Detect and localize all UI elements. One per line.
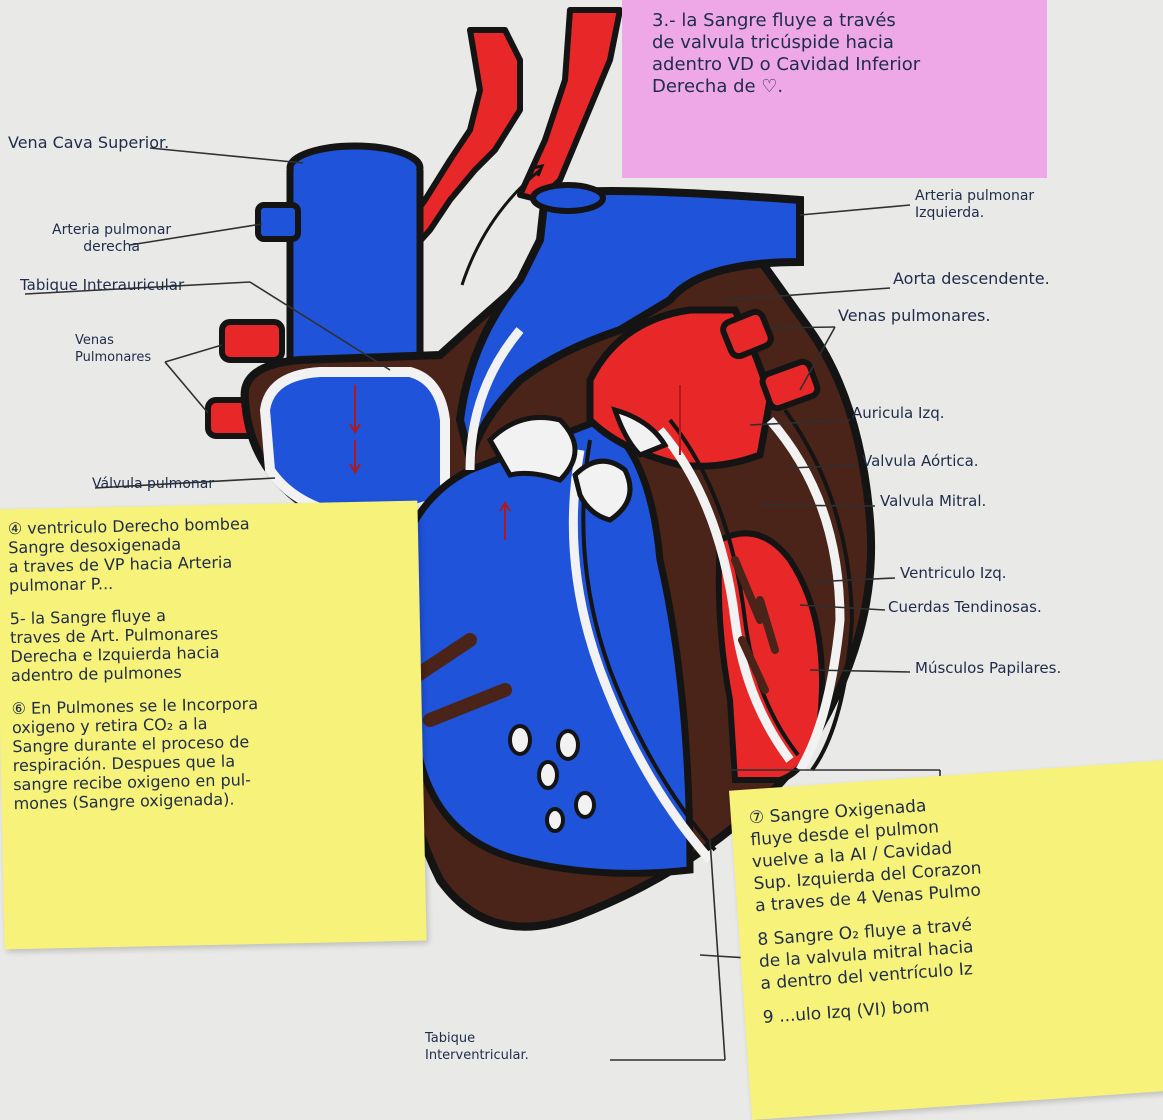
label-valvula-aortica: Valvula Aórtica.: [862, 453, 979, 470]
label-cuerdas-tendinosas: Cuerdas Tendinosas.: [888, 599, 1042, 616]
label-venas-pulmonares-right: Venas pulmonares.: [838, 307, 990, 324]
label-venas-pulmonares-left: Venas Pulmonares: [75, 332, 151, 366]
note-step-5-text: 5- la Sangre fluye a traves de Art. Pulm…: [10, 601, 410, 685]
note-step-6-text: ⑥ En Pulmones se le Incorpora oxigeno y …: [11, 691, 411, 813]
note-step-8-text: 8 Sangre O₂ fluye a travé de la valvula …: [757, 901, 1163, 995]
vena-cava-superior: [290, 146, 420, 365]
label-tabique-interventricular: Tabique Interventricular.: [425, 1030, 529, 1064]
label-aorta-descendente: Aorta descendente.: [893, 270, 1050, 287]
note-step-3: 3.- la Sangre fluye a través de valvula …: [622, 0, 1047, 178]
right-ventricle: [404, 420, 690, 873]
label-auricula-izq: Auricula Izq.: [852, 405, 945, 422]
label-tabique-interauricular: Tabique Interauricular: [20, 277, 184, 294]
label-arteria-pulmonar-izquierda: Arteria pulmonar Izquierda.: [915, 188, 1034, 222]
note-steps-7-9: ⑦ Sangre Oxigenada fluye desde el pulmon…: [729, 760, 1163, 1120]
note-step-4-text: ④ ventriculo Derecho bombea Sangre desox…: [8, 511, 408, 595]
label-musculos-papilares: Músculos Papilares.: [915, 660, 1061, 677]
right-pulmonary-artery: [258, 205, 298, 239]
label-valvula-mitral: Valvula Mitral.: [880, 493, 986, 510]
label-valvula-pulmonar: Válvula pulmonar: [92, 476, 214, 493]
note-steps-4-6: ④ ventriculo Derecho bombea Sangre desox…: [0, 501, 427, 950]
label-vena-cava-superior: Vena Cava Superior.: [8, 134, 169, 151]
label-ventriculo-izq: Ventriculo Izq.: [900, 565, 1007, 582]
note-step-7-text: ⑦ Sangre Oxigenada fluye desde el pulmon…: [748, 779, 1159, 917]
label-arteria-pulmonar-derecha: Arteria pulmonar derecha: [52, 222, 171, 256]
note-step-3-text: 3.- la Sangre fluye a través de valvula …: [652, 10, 1017, 98]
